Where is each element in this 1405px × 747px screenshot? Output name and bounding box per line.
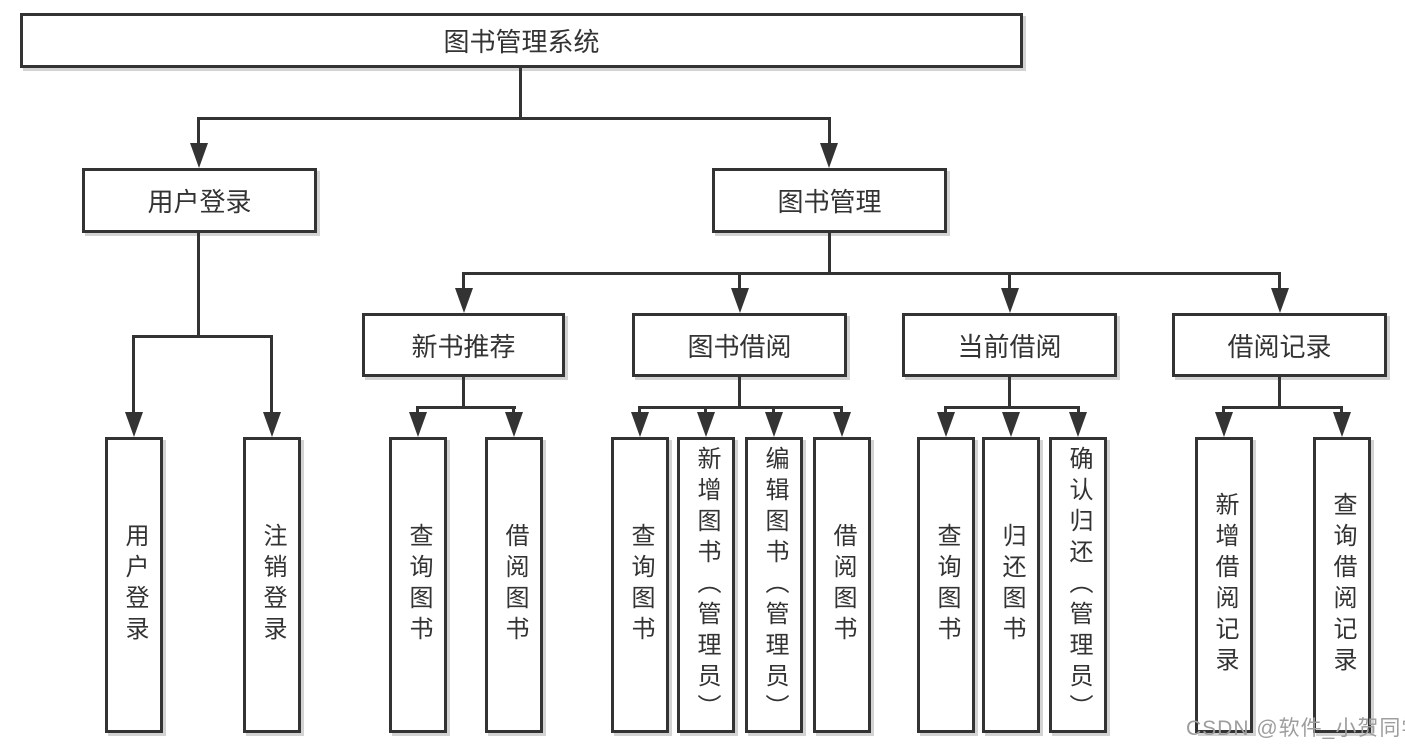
connector-line bbox=[944, 406, 1080, 409]
leaf-logout: 注销登录 bbox=[243, 437, 301, 733]
connector-line bbox=[197, 117, 831, 120]
connector-line bbox=[1278, 272, 1281, 292]
arrow-down-icon bbox=[765, 412, 783, 437]
connector-line bbox=[132, 335, 135, 417]
connector-line bbox=[462, 272, 1281, 275]
leaf-add-book-admin: 新增图书（管理员） bbox=[677, 437, 735, 733]
connector-line bbox=[638, 406, 843, 409]
arrow-down-icon bbox=[409, 412, 427, 437]
leaf-query-borrow-record: 查询借阅记录 bbox=[1313, 437, 1371, 733]
arrow-down-icon bbox=[1001, 288, 1019, 313]
node-library-management-system: 图书管理系统 bbox=[20, 13, 1023, 68]
arrow-down-icon bbox=[1069, 412, 1087, 437]
arrow-down-icon bbox=[263, 412, 281, 437]
leaf-add-borrow-record: 新增借阅记录 bbox=[1195, 437, 1253, 733]
connector-line bbox=[828, 233, 831, 274]
arrow-down-icon bbox=[1333, 412, 1351, 437]
connector-line bbox=[738, 377, 741, 409]
leaf-borrow-books-recommend: 借阅图书 bbox=[485, 437, 543, 733]
node-book-management: 图书管理 bbox=[712, 168, 947, 233]
arrow-down-icon bbox=[190, 143, 208, 168]
leaf-query-books-recommend: 查询图书 bbox=[389, 437, 447, 733]
leaf-user-login: 用户登录 bbox=[105, 437, 163, 733]
arrow-down-icon bbox=[505, 412, 523, 437]
arrow-down-icon bbox=[125, 412, 143, 437]
leaf-return-book: 归还图书 bbox=[982, 437, 1040, 733]
connector-line bbox=[416, 406, 516, 409]
arrow-down-icon bbox=[697, 412, 715, 437]
connector-line bbox=[1008, 272, 1011, 292]
connector-line bbox=[1008, 377, 1011, 409]
connector-line bbox=[197, 117, 200, 149]
leaf-edit-book-admin: 编辑图书（管理员） bbox=[745, 437, 803, 733]
arrow-down-icon bbox=[833, 412, 851, 437]
arrow-down-icon bbox=[820, 143, 838, 168]
node-current-borrowing: 当前借阅 bbox=[902, 313, 1117, 377]
arrow-down-icon bbox=[1271, 288, 1289, 313]
leaf-confirm-return-admin: 确认归还（管理员） bbox=[1049, 437, 1107, 733]
arrow-down-icon bbox=[1002, 412, 1020, 437]
leaf-query-books-borrowing: 查询图书 bbox=[611, 437, 669, 733]
connector-line bbox=[828, 117, 831, 149]
connector-line bbox=[462, 272, 465, 292]
connector-line bbox=[197, 233, 200, 338]
arrow-down-icon bbox=[1215, 412, 1233, 437]
arrow-down-icon bbox=[455, 288, 473, 313]
connector-line bbox=[132, 335, 273, 338]
connector-line bbox=[738, 272, 741, 292]
connector-line bbox=[519, 68, 522, 118]
arrow-down-icon bbox=[731, 288, 749, 313]
node-book-borrowing: 图书借阅 bbox=[632, 313, 847, 377]
arrow-down-icon bbox=[937, 412, 955, 437]
watermark-text: CSDN @软件_小贺同学 bbox=[1186, 717, 1405, 740]
connector-line bbox=[270, 335, 273, 417]
leaf-query-books-current: 查询图书 bbox=[917, 437, 975, 733]
leaf-borrow-books-borrowing: 借阅图书 bbox=[813, 437, 871, 733]
node-user-login: 用户登录 bbox=[82, 168, 317, 233]
node-borrowing-records: 借阅记录 bbox=[1172, 313, 1387, 377]
connector-line bbox=[462, 377, 465, 409]
connector-line bbox=[1222, 406, 1343, 409]
node-new-book-recommendation: 新书推荐 bbox=[362, 313, 565, 377]
connector-line bbox=[1278, 377, 1281, 409]
arrow-down-icon bbox=[631, 412, 649, 437]
